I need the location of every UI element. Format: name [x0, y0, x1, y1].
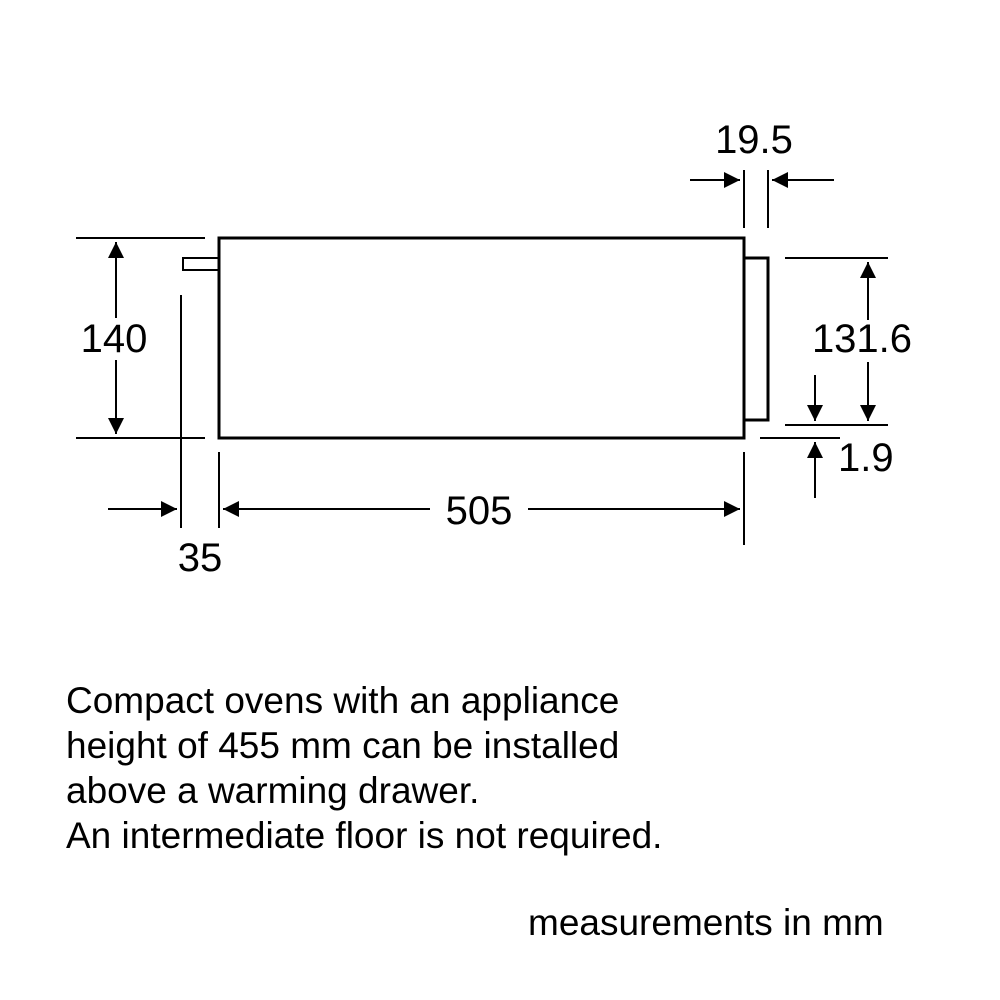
height-label: 140: [81, 317, 148, 361]
note-line: Compact ovens with an appliance: [66, 680, 620, 721]
depth-label: 505: [446, 489, 513, 533]
dimension-lines: [76, 170, 888, 545]
note-line: above a warming drawer.: [66, 770, 480, 811]
rear-offset-label: 35: [178, 536, 223, 580]
drawer-body: [217, 236, 746, 440]
front-thickness-label: 19.5: [715, 118, 793, 162]
bottom-gap-label: 1.9: [838, 436, 894, 480]
note-line: height of 455 mm can be installed: [66, 725, 620, 766]
warming-drawer-side-view-diagram: 140 131.6 1.9 19.5 505 35: [76, 118, 912, 580]
front-height-label: 131.6: [812, 317, 912, 361]
units-note: measurements in mm: [528, 902, 884, 943]
rear-connector: [182, 257, 220, 271]
installation-note: Compact ovens with an appliance height o…: [66, 678, 662, 858]
note-line: An intermediate floor is not required.: [66, 815, 663, 856]
drawer-front-panel: [744, 256, 770, 422]
